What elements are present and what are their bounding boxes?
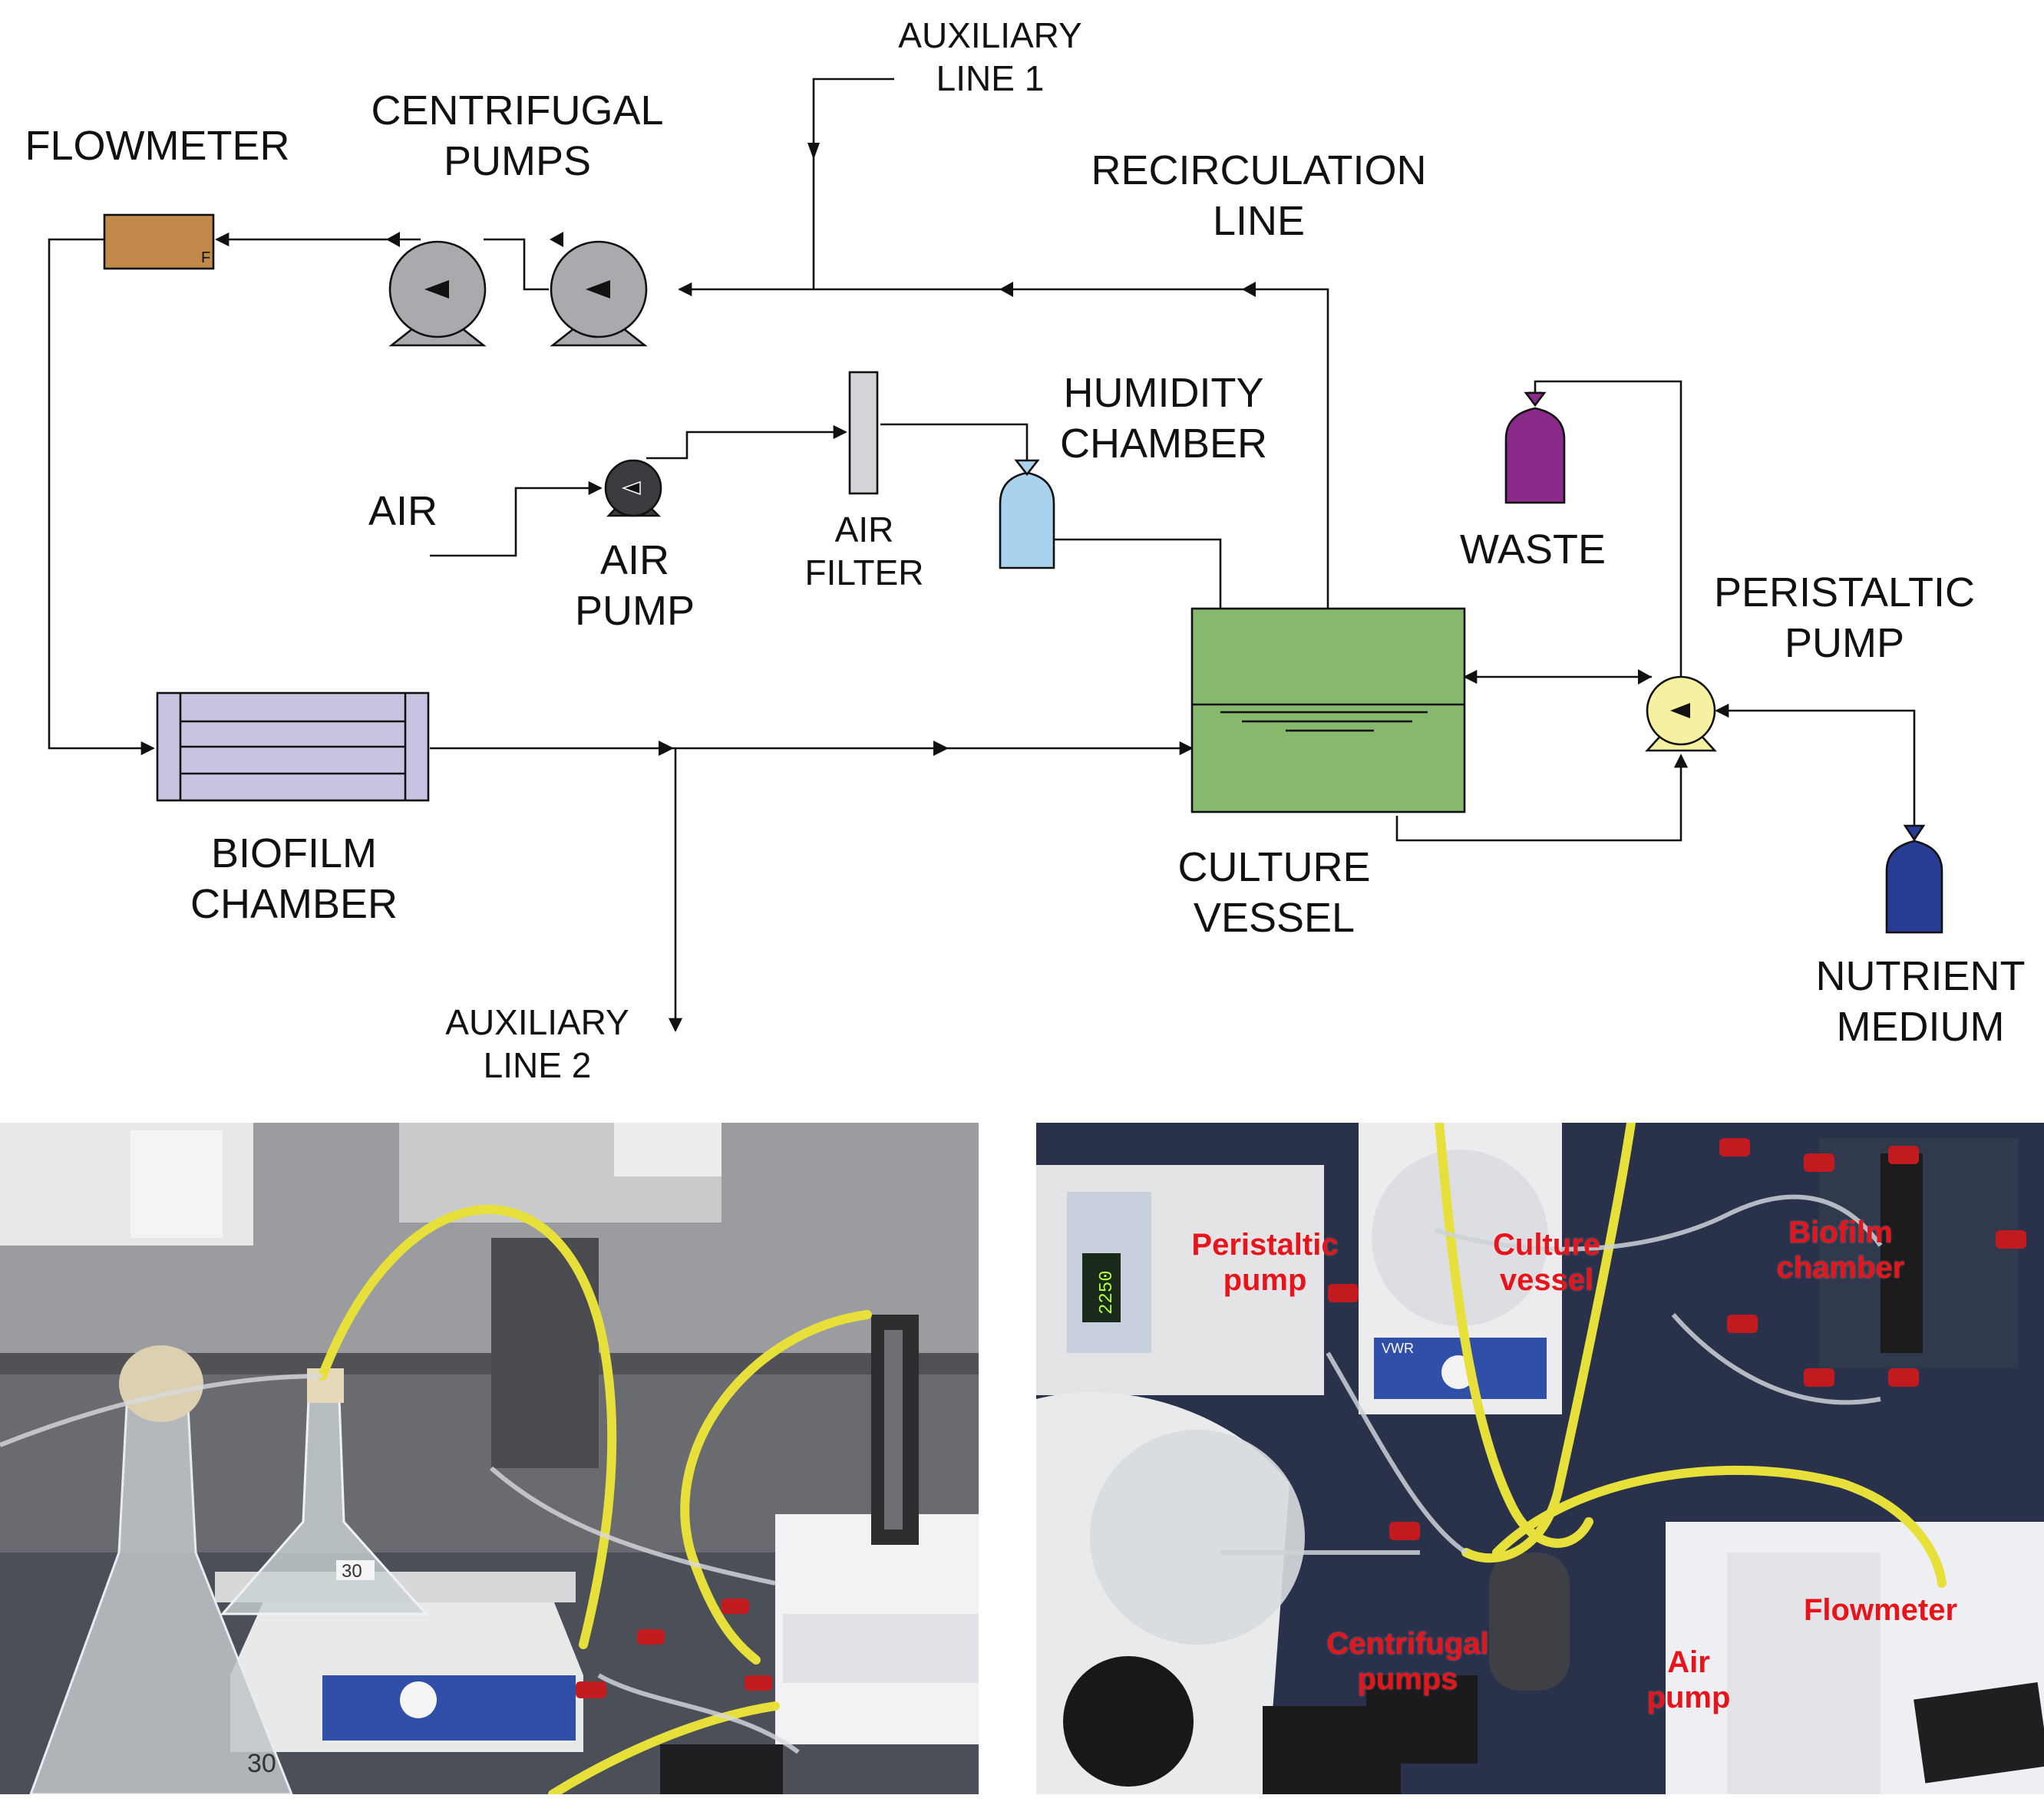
recirculation-line-label: RECIRCULATION LINE: [1091, 147, 1427, 244]
pump-link-pipe: [484, 238, 549, 291]
photo-top-view-art: 2250 VWR: [1036, 1123, 2044, 1794]
nutrient-to-peristaltic-pipe: [1715, 703, 1916, 843]
flow-arrow: [933, 741, 949, 756]
peristaltic-pump-component: [1645, 675, 1717, 752]
photo-side-view-art: 30 30: [0, 1123, 979, 1794]
air-filter-label: AIR FILTER: [804, 510, 924, 593]
filter-to-humidity-pipe: [880, 423, 1029, 470]
humidity-chamber-component: [999, 459, 1055, 569]
schematic-svg: F: [48, 78, 1943, 1032]
auxiliary-line-2-label: AUXILIARY LINE 2: [445, 1002, 629, 1086]
flowmeter-label: FLOWMETER: [25, 123, 290, 169]
pump-to-filter-pipe: [646, 424, 847, 460]
flow-arrow: [1242, 282, 1256, 297]
waste-component: [1504, 391, 1566, 504]
humidity-chamber-label: HUMIDITY CHAMBER: [1059, 370, 1268, 467]
process-schematic: F: [25, 15, 2026, 1086]
auxiliary-line-1-label: AUXILIARY LINE 1: [898, 15, 1082, 99]
flow-arrow: [550, 232, 563, 247]
flow-arrow: [1638, 669, 1652, 685]
auxiliary-line-1-pipe: [812, 78, 894, 289]
flow-arrow: [659, 741, 674, 756]
photo-label-air-pump: Air pump: [1646, 1645, 1731, 1714]
photo-label-biofilm-chamber: Biofilm chamber: [1776, 1216, 1905, 1285]
air-pump-component: [604, 459, 662, 517]
stirrer-brand: VWR: [1382, 1341, 1414, 1356]
biofilm-chamber-label: BIOFILM CHAMBER: [190, 830, 398, 927]
flask-number-top: 30: [342, 1561, 362, 1582]
nutrient-medium-label: NUTRIENT MEDIUM: [1815, 953, 2026, 1050]
photo-label-flowmeter: Flowmeter: [1803, 1593, 1958, 1627]
flowmeter-mark: F: [201, 249, 210, 266]
photo-label-centrifugal-pumps: Centrifugal pumps: [1326, 1627, 1489, 1696]
biofilm-chamber-component: [156, 691, 430, 802]
flask-number-bottom: 30: [247, 1749, 276, 1778]
flow-arrow: [999, 282, 1013, 297]
centrifugal-pumps-label: CENTRIFUGAL PUMPS: [371, 87, 664, 184]
flowmeter-component: F: [103, 213, 215, 270]
recirculation-pipe: [678, 282, 1329, 609]
photo-side-view: 30 30: [0, 1123, 979, 1794]
flow-arrow: [807, 143, 820, 160]
centrifugal-pump-2: [550, 240, 648, 347]
photo-label-peristaltic-pump: Peristaltic pump: [1191, 1228, 1339, 1297]
peristaltic-pump-label: PERISTALTIC PUMP: [1713, 569, 1976, 666]
flow-arrow: [386, 232, 400, 247]
air-pump-label: AIR PUMP: [574, 537, 695, 634]
air-inlet-pipe: [430, 480, 603, 557]
photo-top-view: 2250 VWR Peristaltic pum: [1036, 1123, 2044, 1794]
waste-label: WASTE: [1459, 526, 1606, 573]
photo-label-culture-vessel: Culture vessel: [1493, 1228, 1600, 1297]
flowmeter-to-biofilm-pipe: [48, 238, 155, 756]
air-filter-component: [848, 371, 879, 495]
vessel-to-peristaltic-pipe: [1395, 754, 1689, 842]
air-label: AIR: [368, 488, 438, 534]
culture-vessel-label: CULTURE VESSEL: [1177, 844, 1371, 941]
culture-vessel-component: [1190, 607, 1466, 813]
nutrient-medium-component: [1885, 824, 1943, 934]
centrifugal-pump-1: [388, 240, 487, 347]
pump-display-value: 2250: [1097, 1270, 1118, 1315]
